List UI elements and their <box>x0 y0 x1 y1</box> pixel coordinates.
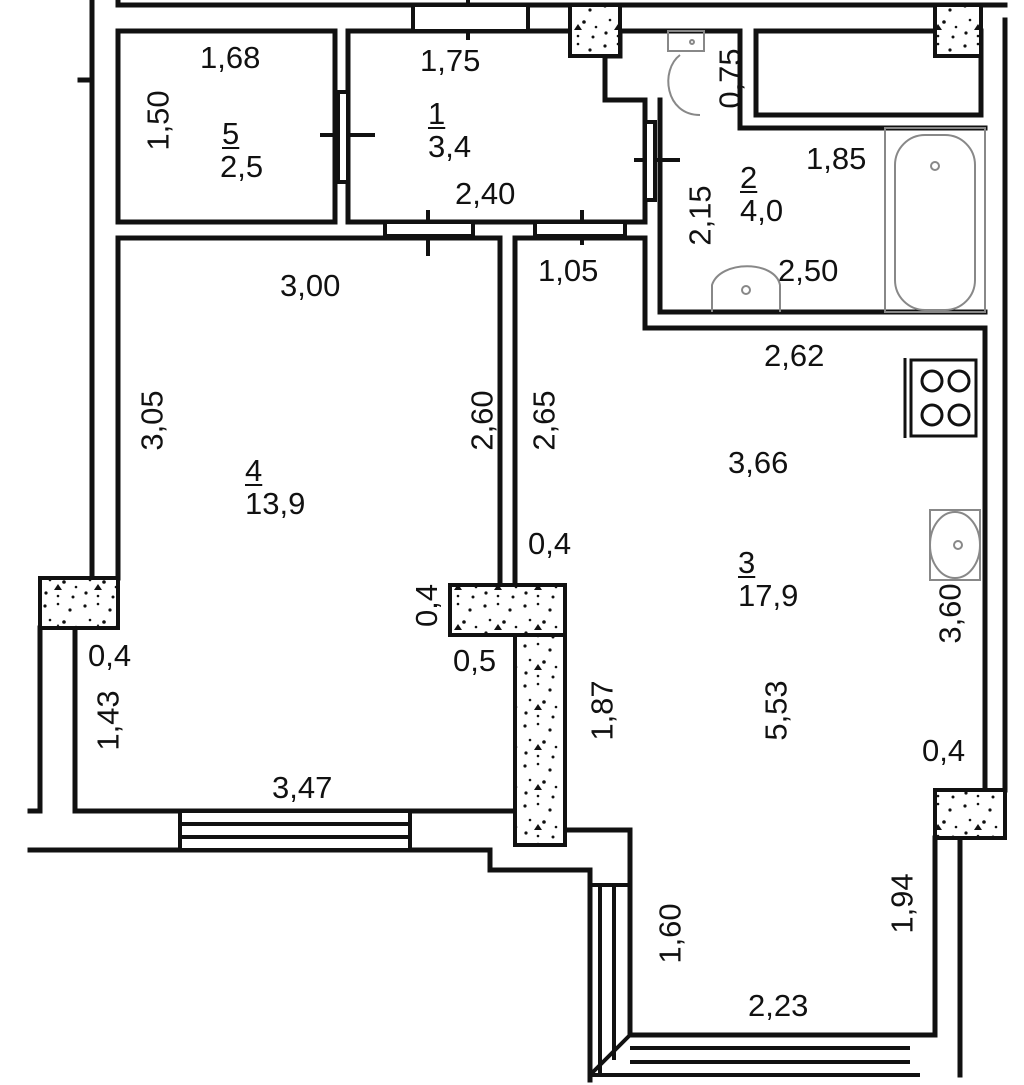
dim-r3-top: 2,62 <box>764 338 825 373</box>
dim-r4-col: 0,4 <box>409 583 445 628</box>
dim-r2-width: 1,85 <box>806 141 867 176</box>
dim-bay-right: 1,94 <box>884 873 920 934</box>
concrete-columns <box>38 3 1007 847</box>
room-area: 13,9 <box>245 485 306 521</box>
bathtub-icon <box>884 127 986 313</box>
windows <box>178 105 1007 1077</box>
dim-bay-left: 1,60 <box>652 903 688 964</box>
dim-pier-w: 0,5 <box>453 643 497 678</box>
dim-r3-right: 3,60 <box>932 583 968 644</box>
dim-r4-lower-left: 1,43 <box>90 690 126 751</box>
room-number: 1 <box>428 96 446 131</box>
room-number: 2 <box>740 160 758 195</box>
kitchen-sink-icon <box>929 509 981 581</box>
room-number: 5 <box>222 116 240 151</box>
dim-r5-left: 1,50 <box>140 90 176 151</box>
dim-r5-top: 1,68 <box>200 40 261 75</box>
door-markers <box>320 0 680 256</box>
dim-r3-col: 0,4 <box>528 526 572 561</box>
washbasin-icon <box>711 265 781 312</box>
dim-r3-depth: 5,53 <box>758 680 794 741</box>
dim-r4-left: 3,05 <box>134 390 170 451</box>
dim-r2-bottom: 2,50 <box>778 253 839 288</box>
toilet-icon <box>667 30 705 116</box>
dim-r3-col-r: 0,4 <box>922 733 966 768</box>
dim-r4-bottom: 3,47 <box>272 770 333 805</box>
room-area: 17,9 <box>738 577 799 613</box>
walls <box>27 0 1008 1083</box>
dim-r4-top: 3,00 <box>280 268 341 303</box>
dim-wc-depth: 0,75 <box>712 48 748 109</box>
dim-r2-height: 2,15 <box>682 185 718 246</box>
fixtures <box>667 30 986 581</box>
room-number: 4 <box>245 453 263 488</box>
room-number: 3 <box>738 545 756 580</box>
dim-r3-left: 2,65 <box>526 390 562 451</box>
dim-r4-right: 2,60 <box>464 390 500 451</box>
room-area: 3,4 <box>428 128 472 164</box>
room-area: 2,5 <box>220 148 264 184</box>
room-area: 4,0 <box>740 192 784 228</box>
dim-r4-col-b: 0,4 <box>88 638 132 673</box>
dim-r3-width: 3,66 <box>728 445 789 480</box>
dim-pier-h: 1,87 <box>584 680 620 741</box>
dim-r1-top: 1,75 <box>420 43 481 78</box>
dim-r3-door: 1,05 <box>538 253 599 288</box>
stove-icon <box>903 358 978 438</box>
dim-r1-bottom: 2,40 <box>455 176 516 211</box>
dim-bay-bottom: 2,23 <box>748 988 809 1023</box>
